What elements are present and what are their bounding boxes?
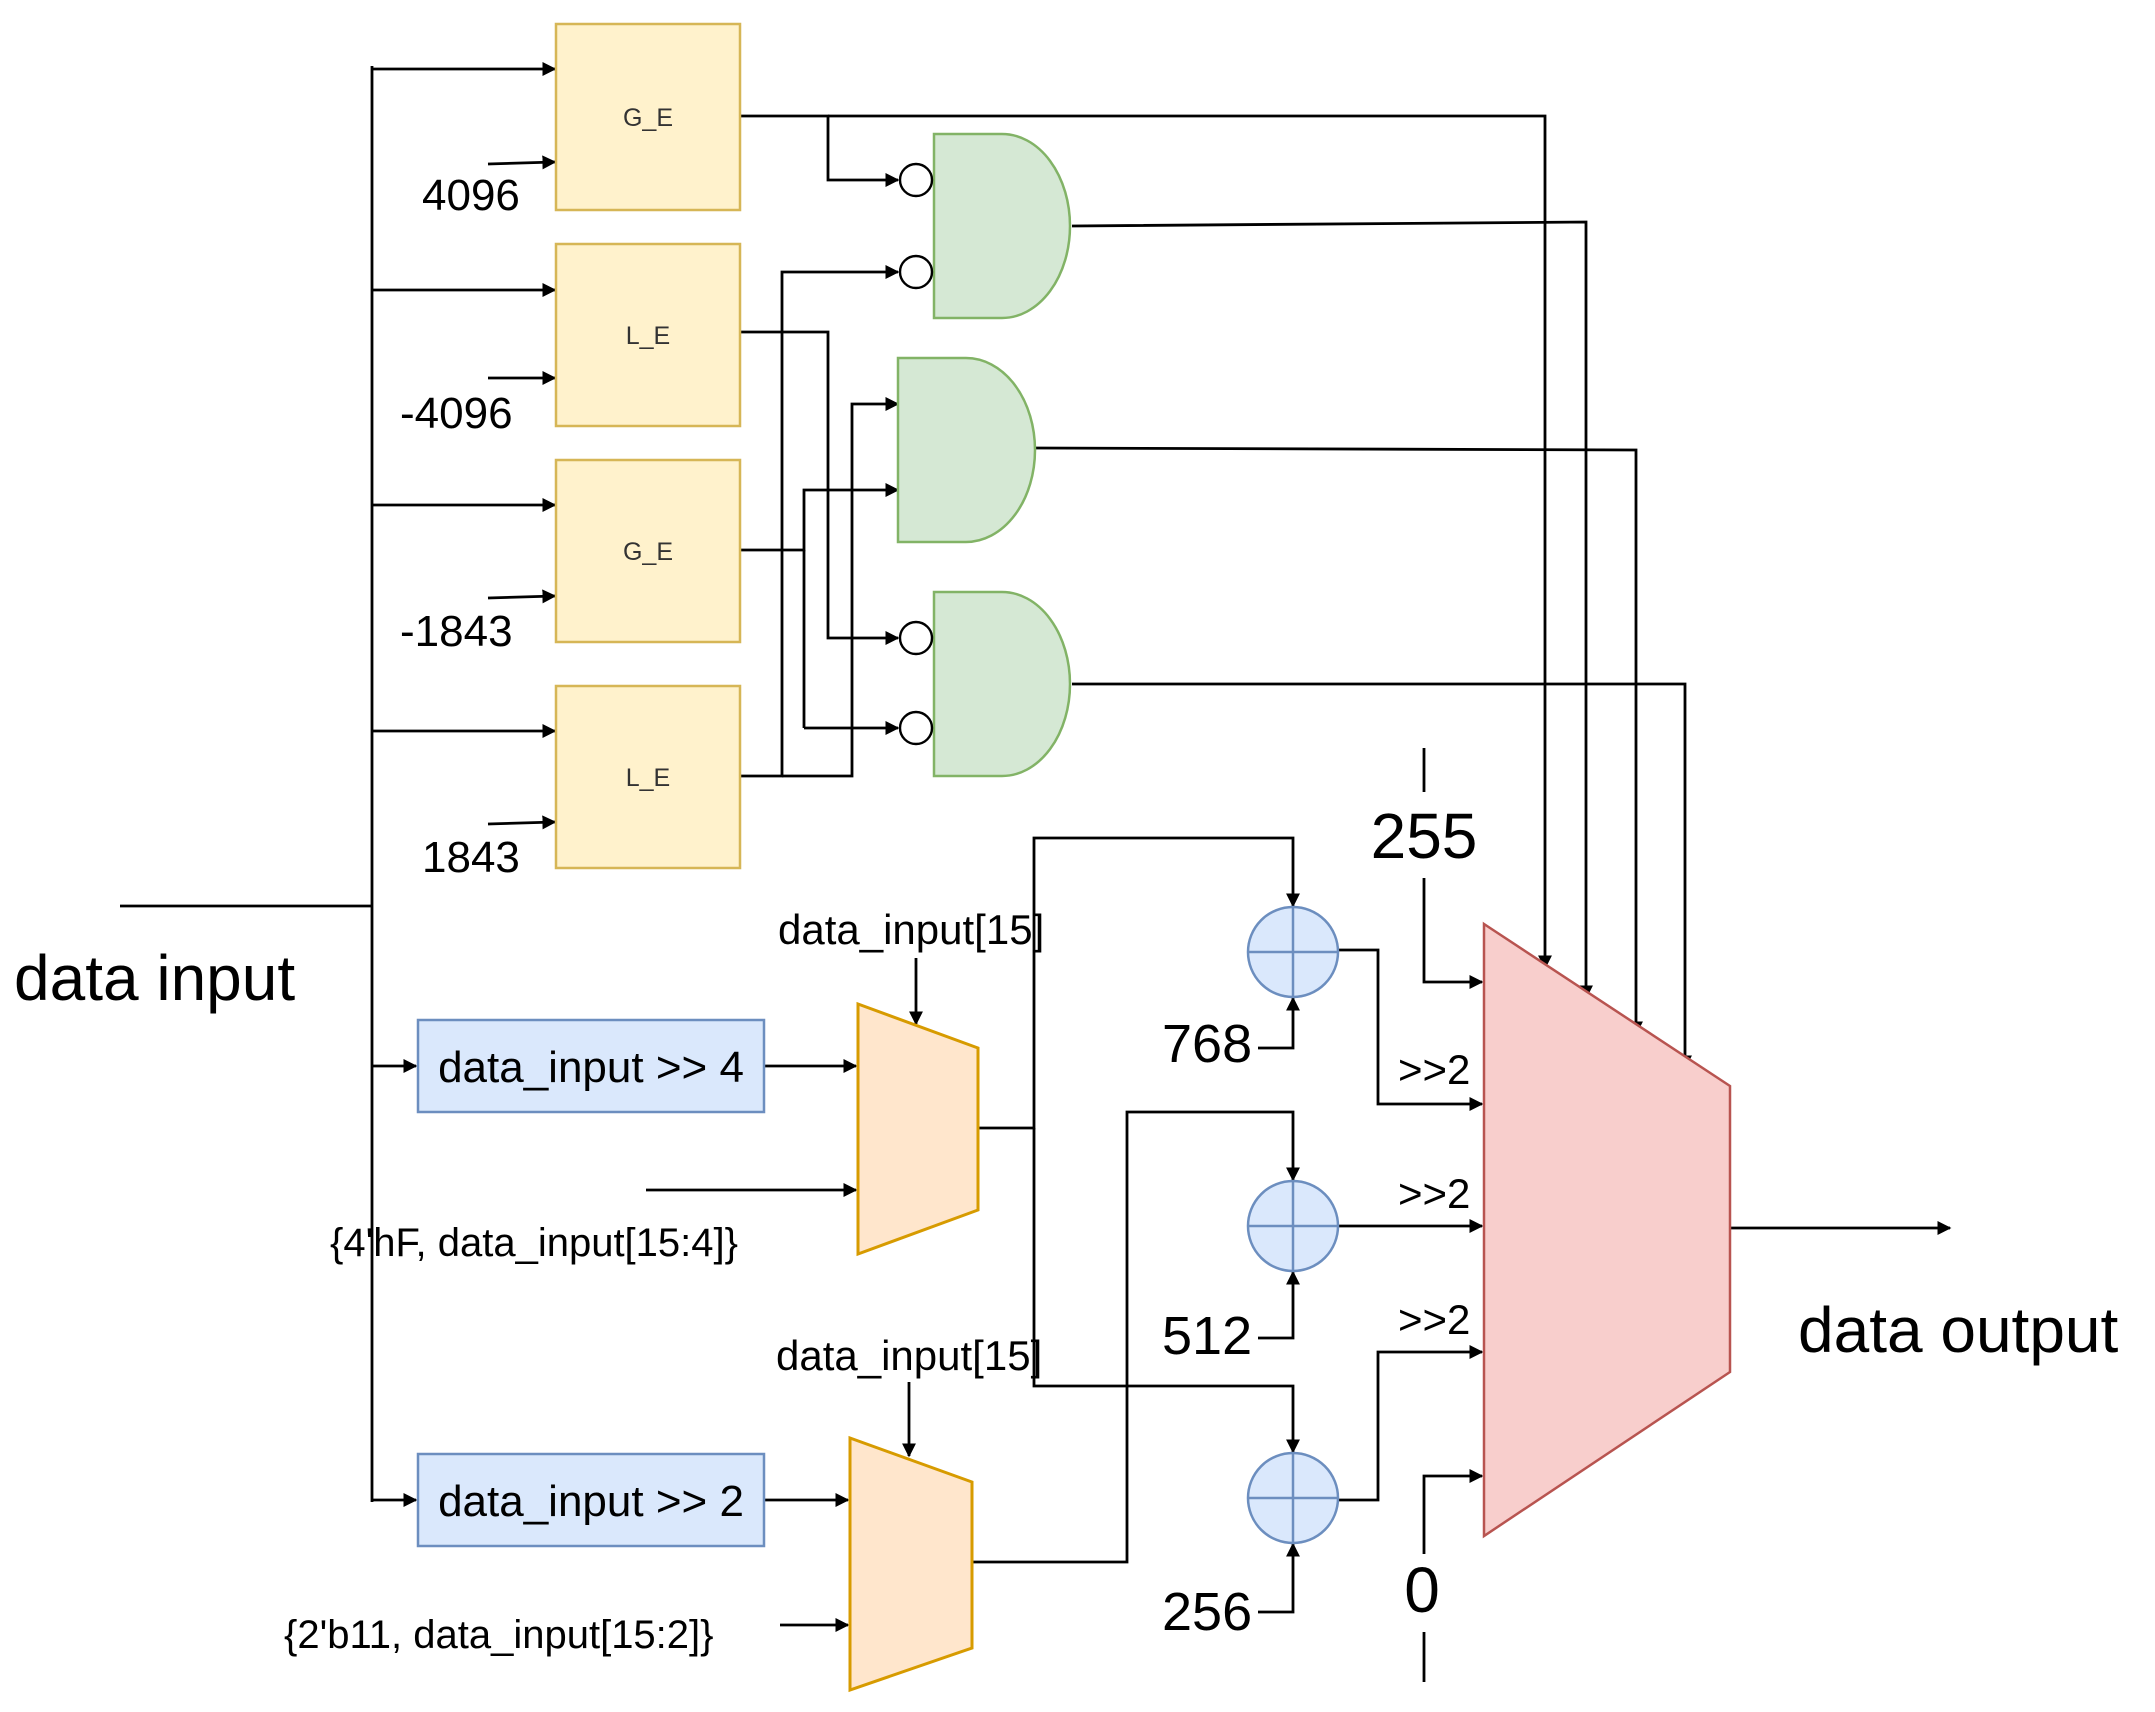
small-mux-1 xyxy=(856,1001,980,1257)
comparator-box xyxy=(554,684,742,870)
wire-adder3-mux xyxy=(1339,1345,1484,1502)
adder-constant: 768 xyxy=(1162,1014,1252,1074)
plus-icon xyxy=(1248,1453,1338,1543)
wire-le1843-and xyxy=(782,397,900,778)
wire-const-768 xyxy=(1258,996,1300,1050)
plus-icon xyxy=(1248,907,1338,997)
and-gate xyxy=(896,356,1037,544)
shift-label: >>2 xyxy=(1398,1296,1470,1343)
comparator-label: G_E xyxy=(623,538,673,566)
select-label: data_input[15] xyxy=(776,1332,1042,1379)
gate-body xyxy=(932,590,1072,778)
comparator-box xyxy=(554,22,742,212)
shifter-right-4: data_input >> 4 xyxy=(416,1018,766,1114)
wire-ge-1843-and xyxy=(740,483,900,552)
wire-const-512 xyxy=(1258,1270,1300,1340)
inverter-bubble xyxy=(898,620,934,656)
comparator-label: L_E xyxy=(626,764,670,792)
shift-label: >>2 xyxy=(1398,1170,1470,1217)
shifter-label: data_input >> 2 xyxy=(438,1477,744,1526)
wires xyxy=(120,62,1952,1682)
wire-and-mux xyxy=(1034,446,1643,1036)
wire-mux1-adder1 xyxy=(978,836,1300,1130)
inverter-bubble xyxy=(898,254,934,290)
shifter-right-2: data_input >> 2 xyxy=(416,1452,766,1548)
comparator-l-e-neg4096: L_E xyxy=(554,242,742,428)
adder-constant: 256 xyxy=(1162,1582,1252,1642)
shift-label: >>2 xyxy=(1398,1046,1470,1093)
wire-le-4096-nor2 xyxy=(740,330,900,645)
comparator-constant: 1843 xyxy=(422,833,520,882)
input-label: data input xyxy=(14,942,295,1014)
comparator-label: G_E xyxy=(623,104,673,132)
adder-constant: 512 xyxy=(1162,1306,1252,1366)
comparator-box xyxy=(554,242,742,428)
comparator-box xyxy=(554,458,742,644)
gate-body xyxy=(932,132,1072,320)
mux-constant-top: 255 xyxy=(1371,800,1478,872)
wire-const-4096 xyxy=(487,155,557,170)
comparator-g-e-neg1843: G_E xyxy=(554,458,742,644)
wire-const-1843 xyxy=(487,815,557,830)
wire-nor1-mux xyxy=(1071,220,1593,1000)
shifter-box xyxy=(416,1018,766,1114)
wire-const-neg1843 xyxy=(487,589,557,604)
wire-const-256 xyxy=(1258,1542,1300,1614)
shifter-label: data_input >> 4 xyxy=(438,1043,744,1092)
wire-le1843-nor1 xyxy=(740,265,900,778)
output-label: data output xyxy=(1798,1294,2119,1366)
gate-body xyxy=(896,356,1037,544)
wire-0-mux xyxy=(1422,1469,1484,1554)
mux-constant-bottom: 0 xyxy=(1404,1554,1440,1626)
adder-3 xyxy=(1246,1451,1340,1545)
adder-2 xyxy=(1246,1179,1340,1273)
comparator-constant: 4096 xyxy=(422,171,520,220)
shifter-box xyxy=(416,1452,766,1548)
select-label: data_input[15] xyxy=(778,906,1044,953)
inverter-bubble xyxy=(898,162,934,198)
small-mux-2 xyxy=(848,1435,974,1693)
concat-label: {4'hF, data_input[15:4]} xyxy=(330,1221,738,1265)
inverter-bubble xyxy=(898,710,934,746)
wire-adder1-mux xyxy=(1339,948,1484,1111)
adder-1 xyxy=(1246,905,1340,999)
comparator-constant: -1843 xyxy=(400,607,513,656)
wire-mux2-adder2 xyxy=(972,1110,1300,1564)
nor-gate-2 xyxy=(898,590,1072,778)
wire-255-mux xyxy=(1422,878,1484,989)
comparator-constant: -4096 xyxy=(400,389,513,438)
nor-gate-1 xyxy=(898,132,1072,320)
concat-label: {2'b11, data_input[15:2]} xyxy=(284,1613,714,1657)
plus-icon xyxy=(1248,1181,1338,1271)
comparator-l-e-1843: L_E xyxy=(554,684,742,870)
wire-ge4096-nor1 xyxy=(740,114,900,187)
comparator-label: L_E xyxy=(626,322,670,350)
wire-nor2-mux xyxy=(1072,682,1692,1070)
comparator-g-e-4096: G_E xyxy=(554,22,742,212)
wire-mux1-adder3 xyxy=(1032,1128,1300,1454)
output-mux xyxy=(1482,921,1732,1539)
